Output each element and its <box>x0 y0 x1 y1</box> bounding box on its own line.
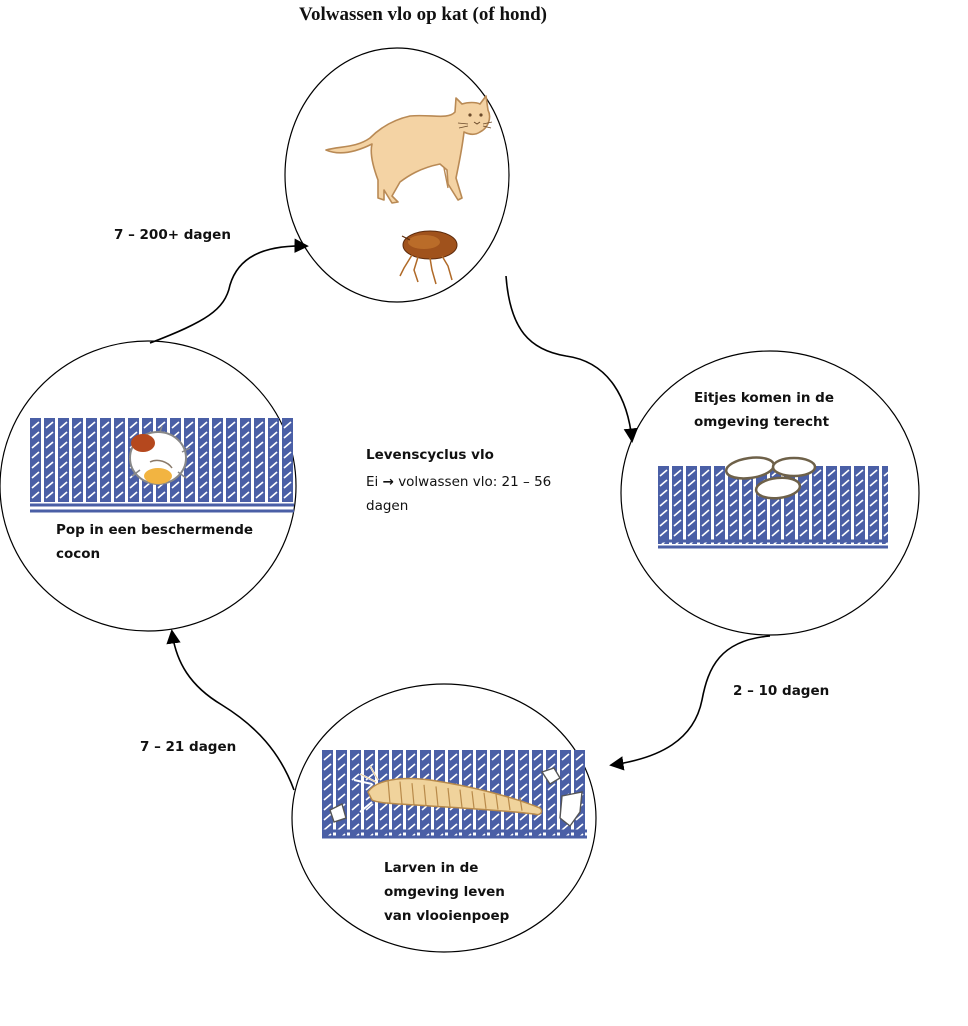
center-line-rest: volwassen vlo: 21 – 56 dagen <box>366 474 552 514</box>
arrow-pupa-to-adult <box>149 238 309 344</box>
arrow-larvae-to-pupa <box>166 629 295 791</box>
flea-icon <box>399 230 458 285</box>
diagram-title: Volwassen vlo op kat (of hond) <box>299 4 547 25</box>
pupa-stage-label: Pop in een beschermende cocon <box>56 522 254 562</box>
larva-icon <box>353 765 543 816</box>
duration-eggs-to-larvae: 2 – 10 dagen <box>733 683 830 699</box>
center-description: Ei → volwassen vlo: 21 – 56 dagen <box>366 470 566 518</box>
arrow-adult-to-eggs <box>505 275 639 443</box>
debris-icon <box>329 767 583 828</box>
carpet-base-lines <box>30 503 888 839</box>
cat-icon <box>325 95 493 204</box>
duration-pupa-to-adult: 7 – 200+ dagen <box>114 227 231 243</box>
larvae-stage-label: Larven in de omgeving leven van vlooienp… <box>384 860 510 924</box>
center-heading: Levenscyclus vlo <box>366 447 494 463</box>
eggs-stage-label: Eitjes komen in de omgeving terecht <box>694 390 835 430</box>
eggs-icon <box>724 456 817 500</box>
duration-larvae-to-pupa: 7 – 21 dagen <box>140 739 237 755</box>
carpet-eggs <box>658 466 888 544</box>
cocoon-icon <box>129 425 191 485</box>
center-line-start: Ei <box>366 474 379 490</box>
right-arrow-icon: → <box>382 474 394 490</box>
arrow-eggs-to-larvae <box>609 635 771 771</box>
